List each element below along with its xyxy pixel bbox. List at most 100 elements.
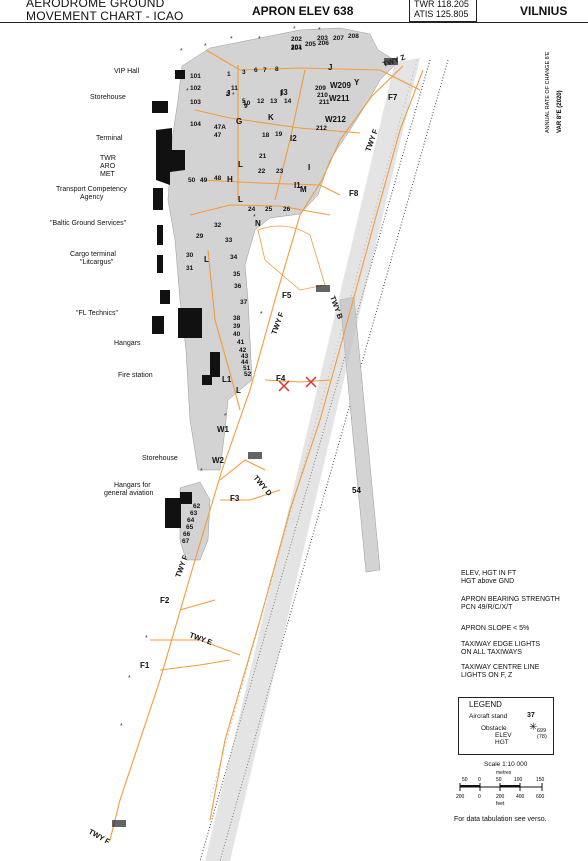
svg-text:22: 22	[258, 168, 266, 175]
legend-box: LEGEND Aircraft stand 37 Obstacle ELEV H…	[458, 697, 554, 755]
svg-text:102: 102	[190, 85, 201, 92]
svg-text:18: 18	[262, 132, 270, 139]
svg-text:W209: W209	[330, 81, 351, 90]
runway	[199, 59, 449, 861]
legend-obstacle-label: Obstacle	[481, 725, 507, 732]
svg-text:H: H	[227, 175, 233, 184]
svg-text:F4: F4	[276, 374, 286, 383]
svg-text:103: 103	[190, 99, 201, 106]
svg-text:*: *	[260, 311, 263, 318]
svg-text:2: 2	[226, 91, 230, 98]
facility-twr: TWR	[100, 155, 116, 162]
svg-text:W1: W1	[217, 425, 230, 434]
svg-text:*: *	[204, 43, 207, 50]
svg-text:51: 51	[243, 365, 251, 372]
svg-text:201: 201	[291, 44, 302, 51]
svg-text:14: 14	[284, 98, 292, 105]
svg-text:30: 30	[186, 252, 194, 259]
facility-storehouse: Storehouse	[90, 94, 126, 101]
legend-title: LEGEND	[469, 700, 502, 709]
svg-text:52: 52	[244, 371, 252, 378]
svg-text:24: 24	[248, 206, 256, 213]
legend-obstacle-elev: ELEV	[495, 732, 512, 739]
svg-text:1: 1	[227, 71, 231, 78]
scale-ft-tick-1: 0	[478, 794, 481, 800]
svg-text:21: 21	[259, 153, 267, 160]
note-apron-slope: APRON SLOPE < 5%	[461, 625, 530, 632]
atis-frequency: ATIS 125.805	[414, 9, 469, 19]
legend-stand-example: 37	[527, 712, 535, 719]
svg-text:66: 66	[183, 531, 191, 538]
svg-text:Y: Y	[354, 78, 360, 87]
scale-ft-tick-3: 400	[516, 794, 525, 800]
svg-text:I: I	[308, 163, 310, 172]
chart-title-line2: MOVEMENT CHART - ICAO	[26, 9, 184, 23]
scale-bar: Scale 1:10 000 metres 50 0 50 100 150 20…	[456, 761, 556, 811]
svg-text:64: 64	[187, 517, 195, 524]
obstacle-glyphs: *** *** *** *** ***	[120, 26, 321, 730]
closed-markings	[278, 376, 317, 392]
svg-text:*: *	[230, 36, 233, 43]
facility-cargo-terminal: Cargo terminal	[70, 251, 116, 258]
svg-text:39: 39	[233, 323, 241, 330]
svg-text:*: *	[200, 468, 203, 475]
scale-ft-tick-4: 600	[536, 794, 545, 800]
svg-text:40: 40	[233, 331, 241, 338]
svg-text:34: 34	[230, 254, 238, 261]
svg-text:44: 44	[241, 359, 249, 366]
svg-text:42: 42	[239, 347, 247, 354]
svg-text:M: M	[300, 185, 307, 194]
svg-text:6: 6	[254, 67, 258, 74]
facility-agency: Agency	[80, 194, 104, 201]
svg-text:212: 212	[316, 125, 327, 132]
svg-text:*: *	[232, 92, 235, 99]
svg-text:TWY F: TWY F	[173, 553, 190, 578]
svg-text:*: *	[293, 26, 296, 33]
chart-title-line1: AERODROME GROUND	[26, 0, 165, 10]
note-centre-lights: TAXIWAY CENTRE LINE	[461, 664, 540, 671]
note-elev-units: ELEV, HGT IN FT	[461, 570, 517, 577]
svg-text:62: 62	[193, 503, 201, 510]
svg-text:31: 31	[186, 265, 194, 272]
svg-text:*: *	[180, 48, 183, 55]
legend-obstacle-block: Obstacle ELEV HGT	[481, 725, 512, 746]
svg-text:N: N	[255, 219, 261, 228]
svg-text:210: 210	[317, 92, 328, 99]
twr-frequency: TWR 118.205	[414, 0, 469, 9]
svg-text:206: 206	[318, 40, 329, 47]
facility-fl-technics: "FL Technics"	[76, 310, 118, 317]
footer-note: For data tabulation see verso.	[454, 816, 547, 823]
apron-elevation: APRON ELEV 638	[252, 4, 354, 18]
svg-text:*: *	[128, 675, 131, 682]
svg-text:29: 29	[196, 233, 204, 240]
facility-hangars-ga-line1: Hangars for	[114, 482, 151, 489]
svg-text:54: 54	[352, 486, 361, 495]
svg-text:36: 36	[234, 283, 242, 290]
svg-text:W212: W212	[325, 115, 346, 124]
svg-text:33: 33	[225, 237, 233, 244]
note-hgt: HGT above GND	[461, 578, 515, 585]
svg-text:43: 43	[241, 353, 249, 360]
svg-text:*: *	[186, 88, 189, 95]
svg-text:19: 19	[275, 131, 283, 138]
svg-text:TWY F: TWY F	[269, 310, 286, 335]
svg-text:204: 204	[291, 45, 302, 52]
taxi-lines	[109, 49, 424, 841]
svg-text:37: 37	[240, 299, 248, 306]
svg-text:47: 47	[214, 132, 222, 139]
scale-graphic: 50 0 50 100 150 200 0 200 400 600 feet	[456, 777, 545, 807]
scale-ft-tick-2: 200	[496, 794, 505, 800]
svg-text:50: 50	[188, 177, 196, 184]
svg-text:I1: I1	[294, 181, 301, 190]
facility-transport-competency: Transport Competency	[56, 186, 127, 193]
svg-text:23: 23	[276, 168, 284, 175]
svg-text:L: L	[238, 160, 243, 169]
svg-text:65: 65	[186, 524, 194, 531]
annual-rate-label: ANNUAL RATE OF CHANGE 8'E	[545, 51, 551, 133]
scale-ft-tick-0: 200	[456, 794, 465, 800]
scale-m-tick-0: 50	[462, 777, 468, 783]
scale-m-tick-3: 100	[514, 777, 523, 783]
svg-text:TWY F: TWY F	[87, 827, 112, 847]
